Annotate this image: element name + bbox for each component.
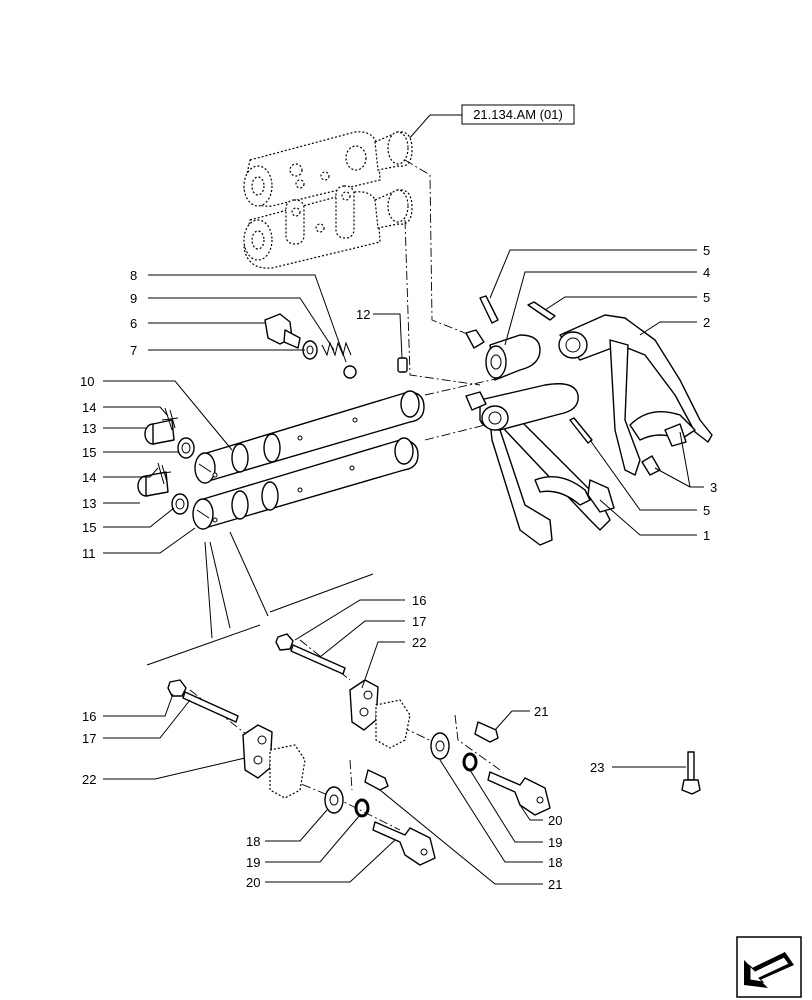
callout-12: 12 xyxy=(356,307,370,322)
callout-1: 1 xyxy=(703,528,710,543)
bracket-22-right xyxy=(349,679,411,749)
callout-18-left: 18 xyxy=(246,834,260,849)
next-page-arrow-icon[interactable] xyxy=(736,936,802,998)
callout-14-lower: 14 xyxy=(82,470,96,485)
bolt-23 xyxy=(681,751,701,795)
washer-7 xyxy=(302,340,318,360)
callouts-left: 8 9 6 7 10 14 13 15 14 13 15 11 16 17 22… xyxy=(80,268,370,890)
callout-15-lower: 15 xyxy=(82,520,96,535)
bolt-21-left xyxy=(364,769,389,791)
detent-plug-6 xyxy=(264,313,301,349)
shift-rod-lower xyxy=(192,437,419,530)
callout-19-right: 19 xyxy=(548,835,562,850)
callout-7: 7 xyxy=(130,343,137,358)
callout-6: 6 xyxy=(130,316,137,331)
callout-16-right: 16 xyxy=(412,593,426,608)
callout-17-left: 17 xyxy=(82,731,96,746)
roll-pin-5b xyxy=(527,301,556,321)
clip-14-lower xyxy=(154,462,172,485)
washer-15-lower xyxy=(171,493,189,515)
pin-13-upper xyxy=(144,419,175,445)
stud-17-right xyxy=(290,644,346,675)
callout-21-left: 21 xyxy=(548,877,562,892)
callout-20-left: 20 xyxy=(246,875,260,890)
bushing-4 xyxy=(465,329,541,381)
spacer-18-right xyxy=(430,732,450,760)
dotted-housing-assembly xyxy=(243,131,413,269)
callout-19-left: 19 xyxy=(246,855,260,870)
pivot-20-right xyxy=(487,771,551,816)
callout-22-left: 22 xyxy=(82,772,96,787)
stud-17-left xyxy=(182,691,239,723)
section-lines xyxy=(146,531,374,666)
shift-fork-1 xyxy=(465,383,615,546)
callout-17-right: 17 xyxy=(412,614,426,629)
washer-15-upper xyxy=(177,437,195,459)
callout-4: 4 xyxy=(703,265,710,280)
shift-fork-2 xyxy=(558,314,713,476)
callout-2: 2 xyxy=(703,315,710,330)
callout-5-c: 5 xyxy=(703,503,710,518)
callout-13-upper: 13 xyxy=(82,421,96,436)
leader-lines xyxy=(103,274,686,885)
callout-5-b: 5 xyxy=(703,290,710,305)
callout-10: 10 xyxy=(80,374,94,389)
bolt-21-right xyxy=(474,721,499,743)
callouts-right: 5 4 5 2 3 5 1 16 17 22 21 20 19 18 21 23 xyxy=(412,243,717,892)
reference-label: 21.134.AM (01) xyxy=(473,107,563,122)
callout-21-right: 21 xyxy=(534,704,548,719)
callout-22-right: 22 xyxy=(412,635,426,650)
circlip-19-left xyxy=(354,798,370,818)
callout-11: 11 xyxy=(82,546,96,561)
callout-18-right: 18 xyxy=(548,855,562,870)
clip-14-upper xyxy=(161,407,179,431)
detent-ball-8 xyxy=(343,365,357,379)
nut-16-left xyxy=(167,679,187,697)
circlip-19-right xyxy=(462,752,478,772)
dowel-12 xyxy=(397,357,408,373)
roll-pin-5a xyxy=(479,295,499,324)
callout-15-upper: 15 xyxy=(82,445,96,460)
spacer-18-left xyxy=(324,786,344,814)
shift-rod-upper xyxy=(194,390,425,484)
nut-16-right xyxy=(275,633,294,651)
callout-13-lower: 13 xyxy=(82,496,96,511)
leader-lines-right xyxy=(489,249,704,536)
callout-9: 9 xyxy=(130,291,137,306)
callout-8: 8 xyxy=(130,268,137,283)
callout-20-right: 20 xyxy=(548,813,562,828)
callout-23: 23 xyxy=(590,760,604,775)
callout-3: 3 xyxy=(710,480,717,495)
bracket-22-left xyxy=(242,724,306,799)
callout-14-upper: 14 xyxy=(82,400,96,415)
reference-link[interactable]: 21.134.AM (01) xyxy=(407,104,575,141)
callout-5-a: 5 xyxy=(703,243,710,258)
spring-9 xyxy=(321,341,352,357)
pivot-20-left xyxy=(372,821,436,866)
callout-16-left: 16 xyxy=(82,709,96,724)
